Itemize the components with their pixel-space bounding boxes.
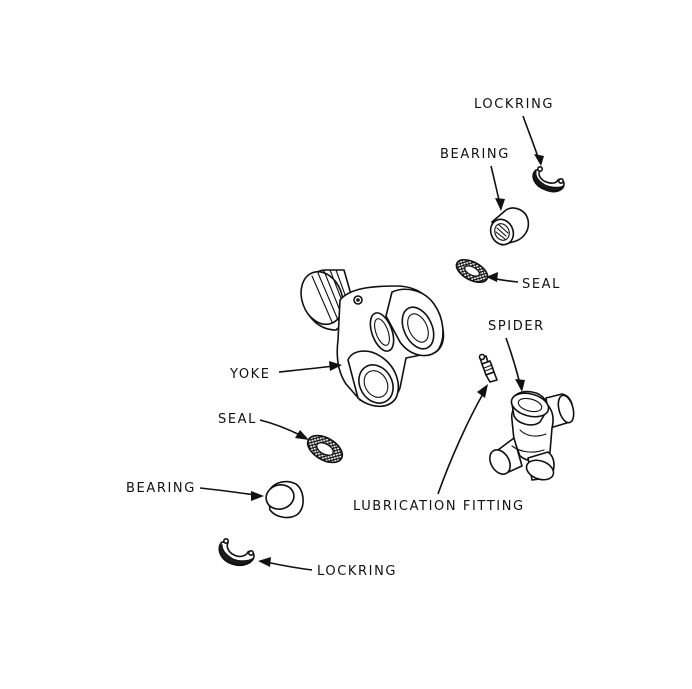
yoke-part [300,269,445,408]
lubrication-fitting-part [478,353,498,383]
arrow-lubrication-fitting [437,384,488,495]
label-yoke: YOKE [229,367,271,382]
label-lockring-top: LOCKRING [474,97,554,112]
arrow-bearing-left [199,487,264,501]
label-seal-left: SEAL [218,412,257,427]
spider-part [489,390,575,481]
label-lubrication-fitting: LUBRICATION FITTING [353,499,525,514]
lockring-top-part [532,166,565,193]
arrow-lockring-bottom [258,557,313,571]
arrow-spider [505,337,525,392]
label-lockring-bottom: LOCKRING [317,564,397,579]
arrow-seal-top [486,272,519,283]
bearing-left-part [265,480,304,519]
lockring-bottom-part [218,537,255,567]
arrow-seal-left [259,419,309,440]
label-seal-top: SEAL [522,277,561,292]
arrow-lockring-top [522,115,544,166]
seal-left-part [306,434,344,464]
arrow-bearing-top [490,165,505,211]
label-bearing-left: BEARING [126,481,196,496]
seal-top-part [455,258,489,284]
arrow-yoke [278,361,342,373]
bearing-top-part [489,207,530,246]
label-spider: SPIDER [488,319,545,334]
label-bearing-top: BEARING [440,147,510,162]
